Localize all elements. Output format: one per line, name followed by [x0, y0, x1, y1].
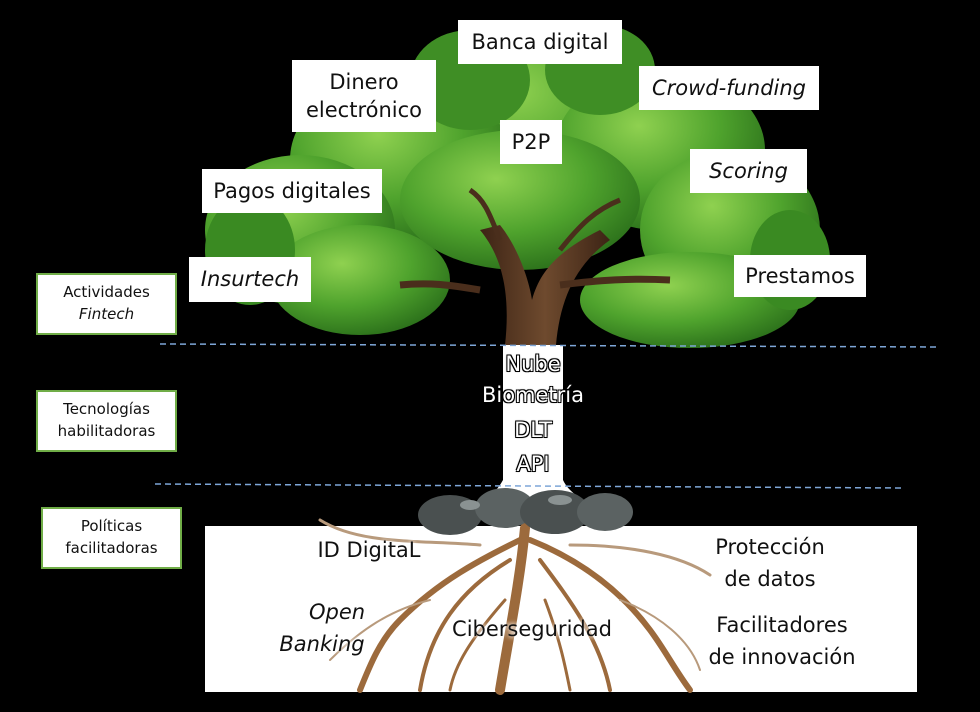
policy-id-digital: ID DigitaL [317, 538, 421, 562]
layer-box-activities: Actividades Fintech [36, 273, 177, 335]
tech-nube: Nube [505, 352, 561, 376]
policy-line1: Protección [715, 535, 825, 559]
divider-top [159, 343, 941, 348]
label-insurtech: Insurtech [189, 257, 311, 302]
policy-line1: Open [308, 600, 366, 624]
label-dinero-electronico: Dinero electrónico [292, 60, 436, 132]
policy-ciberseguridad: Ciberseguridad [452, 617, 612, 641]
rocks [418, 488, 633, 535]
layer-box-line1: Actividades [63, 283, 150, 302]
tech-api: API [516, 452, 550, 476]
policy-line2: de innovación [708, 644, 856, 669]
label-pagos-digitales: Pagos digitales [202, 169, 382, 213]
tech-biometria: Biometría [481, 383, 585, 407]
label-crowd-funding: Crowd-funding [639, 66, 819, 110]
policy-open-banking: Open Banking [262, 597, 382, 660]
label-scoring: Scoring [690, 149, 807, 193]
layer-box-line1: Políticas [80, 517, 143, 536]
tech-dlt: DLT [514, 418, 552, 442]
layer-box-technologies: Tecnologías habilitadoras [36, 390, 177, 452]
label-p2p: P2P [500, 120, 562, 164]
policy-line2: de datos [724, 566, 816, 591]
layer-box-line1: Tecnologías [63, 400, 150, 419]
policy-line2: Banking [279, 631, 365, 656]
label-line2: electrónico [305, 98, 422, 122]
layer-box-policies: Políticas facilitadoras [41, 507, 182, 569]
roots [318, 518, 712, 695]
label-banca-digital: Banca digital [458, 20, 622, 64]
layer-box-line2: habilitadoras [57, 422, 156, 440]
layer-box-line2: Fintech [78, 305, 135, 323]
policy-facilitadores-innovacion: Facilitadores de innovación [698, 610, 866, 673]
label-line1: Dinero [329, 69, 399, 94]
label-prestamos: Prestamos [734, 255, 866, 297]
divider-bottom [154, 483, 906, 489]
policy-line1: Facilitadores [716, 613, 848, 637]
layer-box-line2: facilitadoras [65, 539, 158, 557]
policy-proteccion-datos: Protección de datos [700, 532, 840, 595]
